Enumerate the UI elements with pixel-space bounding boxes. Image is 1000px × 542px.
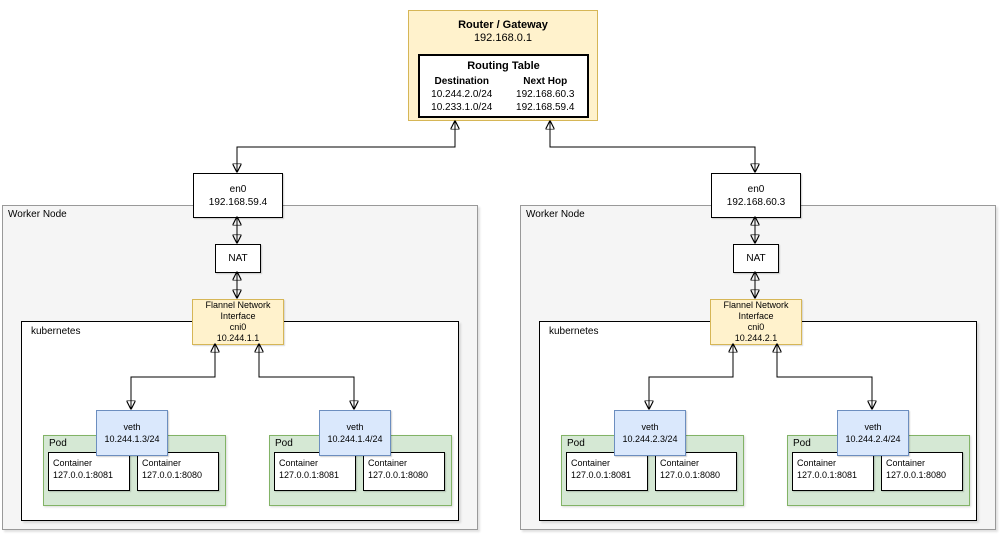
container-box: Container 127.0.0.1:8080: [655, 452, 737, 491]
en0-interface-box: en0 192.168.60.3: [711, 173, 801, 218]
routing-table: Destination Next Hop 10.244.2.0/24 192.1…: [420, 75, 587, 114]
pod-label: Pod: [49, 438, 67, 449]
en0-name: en0: [747, 183, 765, 195]
container-addr: 127.0.0.1:8081: [797, 470, 858, 480]
arrow-router-en0-right: [550, 121, 755, 172]
flannel-dev: cni0: [747, 322, 765, 332]
en0-interface-box: en0 192.168.59.4: [193, 173, 283, 218]
en0-ip: 192.168.59.4: [208, 196, 268, 208]
container-addr: 127.0.0.1:8080: [142, 470, 203, 480]
router-ip: 192.168.0.1: [473, 32, 533, 44]
routing-table-col-destination: Destination: [434, 76, 489, 87]
routing-table-cell: 192.168.59.4: [516, 102, 575, 113]
routing-table-col-nexthop: Next Hop: [523, 76, 568, 87]
container-addr: 127.0.0.1:8081: [53, 470, 114, 480]
routing-table-cell: 10.244.2.0/24: [431, 89, 493, 100]
worker-node-right: Worker Node en0 192.168.60.3 NAT kuberne…: [520, 173, 996, 530]
veth-cidr: 10.244.2.4/24: [845, 434, 901, 444]
container-label: Container: [571, 458, 611, 468]
veth-box: veth 10.244.2.4/24: [837, 410, 909, 456]
container-addr: 127.0.0.1:8081: [279, 470, 340, 480]
veth-box: veth 10.244.1.3/24: [96, 410, 168, 456]
container-addr: 127.0.0.1:8080: [368, 470, 429, 480]
container-label: Container: [797, 458, 837, 468]
router-title: Router / Gateway: [458, 19, 548, 31]
nat-box: NAT: [215, 244, 261, 273]
flannel-dev: cni0: [229, 322, 247, 332]
container-label: Container: [53, 458, 93, 468]
container-box: Container 127.0.0.1:8081: [566, 452, 648, 491]
veth-name: veth: [123, 422, 141, 432]
routing-table-cell: 10.233.1.0/24: [431, 102, 493, 113]
container-box: Container 127.0.0.1:8080: [881, 452, 963, 491]
en0-name: en0: [229, 183, 247, 195]
worker-node-left: Worker Node en0 192.168.59.4 NAT kuberne…: [2, 173, 478, 530]
container-box: Container 127.0.0.1:8081: [274, 452, 356, 491]
flannel-ip: 10.244.2.1: [734, 333, 778, 343]
veth-name: veth: [641, 422, 659, 432]
pod-label: Pod: [275, 438, 293, 449]
container-addr: 127.0.0.1:8081: [571, 470, 632, 480]
container-box: Container 127.0.0.1:8080: [363, 452, 445, 491]
container-box: Container 127.0.0.1:8081: [48, 452, 130, 491]
container-addr: 127.0.0.1:8080: [660, 470, 721, 480]
veth-cidr: 10.244.1.4/24: [327, 434, 383, 444]
container-box: Container 127.0.0.1:8080: [137, 452, 219, 491]
veth-box: veth 10.244.1.4/24: [319, 410, 391, 456]
nat-box: NAT: [733, 244, 779, 273]
routing-table-box: Routing Table Destination Next Hop 10.24…: [418, 54, 589, 118]
flannel-ip: 10.244.1.1: [216, 333, 260, 343]
worker-node-label: Worker Node: [8, 209, 67, 220]
veth-name: veth: [346, 422, 364, 432]
container-label: Container: [279, 458, 319, 468]
pod-label: Pod: [567, 438, 585, 449]
flannel-cni0-box: Flannel Network Interface cni0 10.244.1.…: [192, 299, 284, 345]
router-gateway-box: Router / Gateway 192.168.0.1 Routing Tab…: [408, 10, 598, 121]
veth-name: veth: [864, 422, 882, 432]
container-label: Container: [660, 458, 700, 468]
container-box: Container 127.0.0.1:8081: [792, 452, 874, 491]
routing-table-title: Routing Table: [467, 60, 540, 72]
kubernetes-label: kubernetes: [31, 326, 81, 337]
pod-label: Pod: [793, 438, 811, 449]
en0-ip: 192.168.60.3: [726, 196, 786, 208]
container-label: Container: [368, 458, 408, 468]
veth-cidr: 10.244.2.3/24: [622, 434, 678, 444]
container-label: Container: [142, 458, 182, 468]
routing-table-cell: 192.168.60.3: [516, 89, 575, 100]
veth-cidr: 10.244.1.3/24: [104, 434, 160, 444]
flannel-cni0-box: Flannel Network Interface cni0 10.244.2.…: [710, 299, 802, 345]
veth-box: veth 10.244.2.3/24: [614, 410, 686, 456]
flannel-name: Flannel Network Interface: [723, 300, 789, 321]
flannel-name: Flannel Network Interface: [205, 300, 271, 321]
arrow-router-en0-left: [237, 121, 455, 172]
worker-node-label: Worker Node: [526, 209, 585, 220]
container-label: Container: [886, 458, 926, 468]
kubernetes-label: kubernetes: [549, 326, 599, 337]
container-addr: 127.0.0.1:8080: [886, 470, 947, 480]
